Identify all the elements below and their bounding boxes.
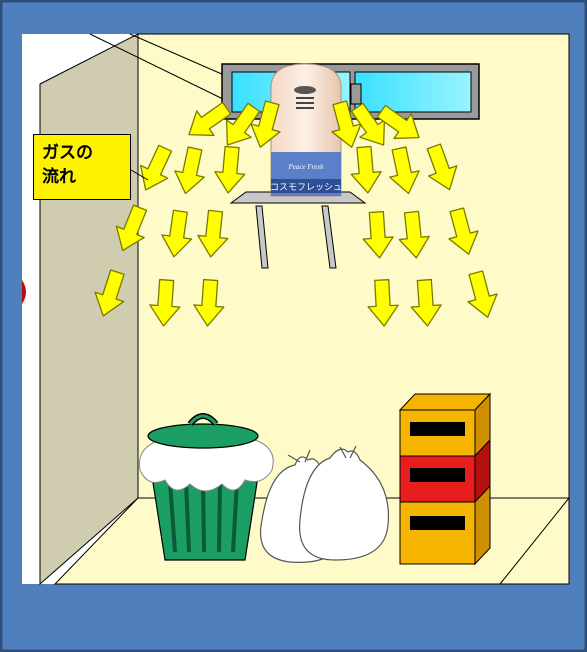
device-brand: Peace Fresh <box>288 163 324 171</box>
gas-flow-label-line2: 流れ <box>42 165 93 189</box>
window-icon <box>222 64 479 119</box>
gas-flow-label: ガスの 流れ <box>33 134 131 200</box>
deodorizer-device-icon <box>271 64 341 196</box>
crate-stack-icon <box>400 394 490 564</box>
device-product-name: コスモフレッシュ <box>270 183 342 193</box>
gas-flow-label-line1: ガスの <box>42 141 93 165</box>
side-wall <box>40 34 138 584</box>
